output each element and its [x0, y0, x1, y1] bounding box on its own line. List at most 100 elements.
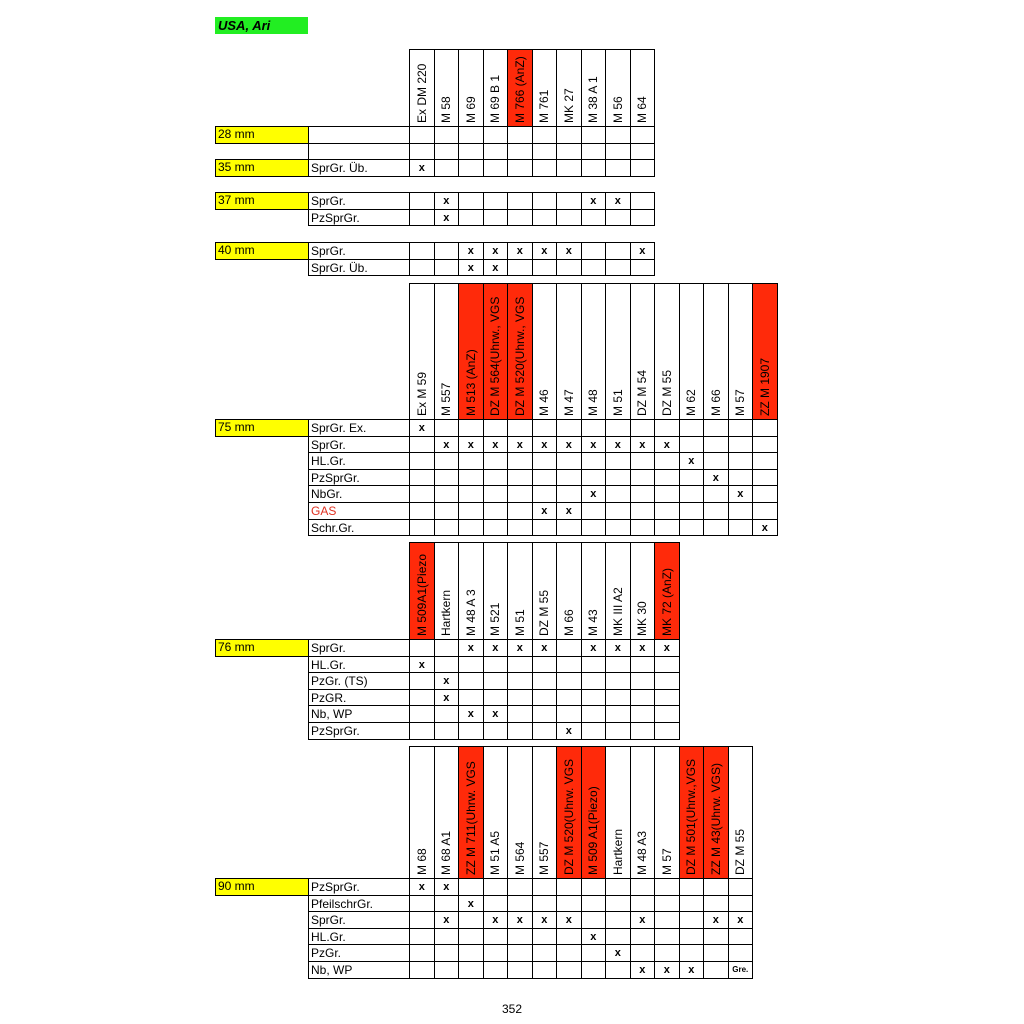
grid-cell: [703, 435, 729, 454]
grid-cell: [556, 419, 582, 437]
grid-cell: [482, 452, 508, 470]
grid-cell: [727, 927, 753, 946]
compatibility-mark: x: [409, 878, 435, 896]
grid-cell: [580, 655, 606, 674]
column-header: M 46: [531, 283, 557, 420]
grid-cell: [580, 502, 606, 520]
grid-cell: [605, 452, 631, 470]
column-header: M 69: [458, 49, 484, 127]
grid-cell: [433, 502, 459, 520]
grid-cell: [678, 502, 704, 520]
grid-cell: [458, 961, 484, 979]
compatibility-mark: x: [654, 435, 680, 454]
column-header-label: M 557: [439, 382, 454, 416]
grid-cell: [678, 894, 704, 913]
grid-cell: [531, 419, 557, 437]
column-header-label: M 48 A3: [635, 830, 650, 875]
column-header: M 68 A1: [433, 746, 459, 879]
calibre-label: 75 mm: [215, 419, 310, 437]
compatibility-mark: x: [458, 258, 484, 277]
grid-cell: [556, 452, 582, 470]
column-header: M 66: [703, 283, 729, 420]
column-header-label: M 513 (AnZ): [463, 349, 478, 416]
ammo-type-label: [308, 126, 410, 144]
compatibility-mark: x: [458, 639, 484, 657]
grid-cell: [580, 452, 606, 470]
ammo-type-label: [308, 142, 410, 161]
grid-cell: [433, 722, 459, 740]
grid-cell: [703, 452, 729, 470]
column-header: DZ M 520(Uhrw., VGS: [507, 283, 533, 420]
grid-cell: [580, 911, 606, 929]
grid-cell: [409, 911, 435, 929]
column-header: M 38 A 1: [580, 49, 606, 127]
grid-cell: [580, 705, 606, 723]
compatibility-mark: x: [531, 242, 557, 260]
compatibility-mark: x: [580, 192, 606, 210]
column-header: M 56: [605, 49, 631, 127]
column-header: M 51: [605, 283, 631, 420]
column-header-label: M 47: [561, 389, 576, 416]
grid-cell: [629, 688, 655, 707]
column-header-label: M 57: [659, 848, 674, 875]
compatibility-mark: x: [556, 502, 582, 520]
column-header: M 761: [531, 49, 557, 127]
grid-cell: [629, 192, 655, 210]
ammo-type-label: PzSprGr.: [308, 208, 410, 227]
column-header: DZ M 501(Uhrw.,VGS: [678, 746, 704, 879]
grid-cell: [482, 126, 508, 144]
grid-cell: [409, 688, 435, 707]
grid-cell: [654, 878, 680, 896]
grid-cell: [507, 126, 533, 144]
compatibility-mark: x: [507, 911, 533, 929]
grid-cell: [458, 142, 484, 161]
grid-cell: [531, 468, 557, 487]
grid-cell: [531, 722, 557, 740]
grid-cell: [580, 944, 606, 962]
grid-cell: [605, 208, 631, 227]
column-header-label: M 557: [537, 841, 552, 875]
grid-cell: [605, 419, 631, 437]
column-header-label: M 38 A 1: [586, 76, 601, 123]
calibre-label: 35 mm: [215, 159, 310, 177]
grid-cell: [703, 961, 729, 979]
column-header-label: M 43: [586, 609, 601, 636]
column-header: M 58: [433, 49, 459, 127]
grid-cell: [433, 452, 459, 470]
grid-cell: [605, 878, 631, 896]
compatibility-mark: x: [703, 468, 729, 487]
grid-cell: [605, 242, 631, 260]
grid-cell: [556, 944, 582, 962]
compatibility-mark: x: [433, 672, 459, 690]
compatibility-mark: x: [458, 242, 484, 260]
grid-cell: [605, 961, 631, 979]
ammo-type-label: Nb, WP: [308, 705, 410, 723]
compatibility-mark: x: [727, 485, 753, 503]
grid-cell: [507, 894, 533, 913]
grid-cell: [727, 944, 753, 962]
grid-cell: [433, 639, 459, 657]
column-header-label: DZ M 55: [537, 589, 552, 636]
compatibility-mark: x: [507, 639, 533, 657]
column-header-label: DZ M 564(Uhrw., VGS: [488, 296, 503, 416]
country-title: USA, Ari: [215, 17, 308, 34]
column-header: M 48 A 3: [458, 542, 484, 640]
grid-cell: [409, 192, 435, 210]
grid-cell: [531, 688, 557, 707]
column-header-label: M 46: [537, 389, 552, 416]
column-header: ZZ M 711(Uhrw. VGS: [458, 746, 484, 879]
grid-cell: [531, 452, 557, 470]
column-header-label: M 48: [586, 389, 601, 416]
compatibility-mark: x: [458, 894, 484, 913]
grid-cell: [556, 705, 582, 723]
grid-cell: [654, 944, 680, 962]
column-header-label: M 62: [684, 389, 699, 416]
grid-cell: [629, 126, 655, 144]
grid-cell: [531, 961, 557, 979]
column-header-label: M 564: [512, 841, 527, 875]
grid-cell: [678, 518, 704, 537]
grid-cell: [458, 502, 484, 520]
compatibility-mark: x: [458, 435, 484, 454]
column-header-label: M 68 A1: [439, 830, 454, 875]
column-header-label: M 766 (AnZ): [512, 56, 527, 123]
